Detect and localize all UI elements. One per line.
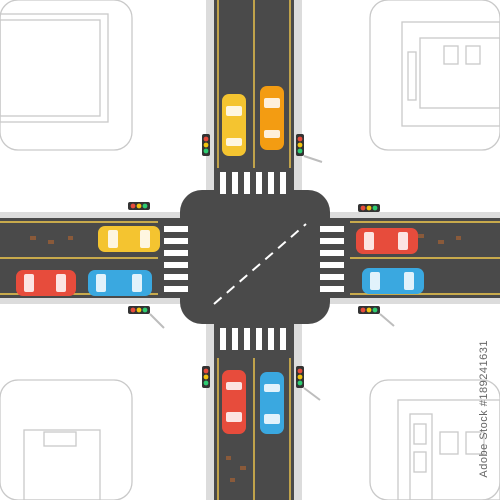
window xyxy=(413,451,427,473)
building-bottom-right xyxy=(397,399,500,500)
window xyxy=(443,45,459,65)
intersection-center xyxy=(180,190,330,324)
block-top-left xyxy=(0,0,133,151)
traffic-light-icon xyxy=(128,202,150,210)
building-bottom-right-side xyxy=(409,413,433,500)
building-top-right xyxy=(401,21,500,127)
building-top-left-roof xyxy=(0,19,101,117)
watermark-brand: Adobe Stock xyxy=(478,409,490,478)
traffic-light-icon xyxy=(358,204,380,212)
block-bottom-right xyxy=(369,379,500,500)
traffic-light-icon xyxy=(202,134,210,156)
stock-watermark: Adobe Stock #189241631 xyxy=(478,340,490,478)
block-bottom-left xyxy=(0,379,133,500)
traffic-light-icon xyxy=(296,134,323,163)
building-bottom-left-sign xyxy=(43,431,77,447)
car-north-orange xyxy=(260,86,284,150)
watermark-id: #189241631 xyxy=(478,340,490,407)
road-patches xyxy=(30,234,461,482)
traffic-light-icon xyxy=(202,366,210,388)
car-south-red xyxy=(222,370,246,434)
crosswalk-east xyxy=(320,226,344,292)
window xyxy=(413,423,427,445)
traffic-light-icon xyxy=(128,306,165,329)
car-north-yellow xyxy=(222,94,246,156)
car-south-blue xyxy=(260,372,284,434)
car-east-blue xyxy=(362,268,424,294)
car-west-blue xyxy=(88,270,152,296)
diagonal-dashed-line xyxy=(213,223,307,305)
car-west-red xyxy=(16,270,76,296)
crosswalk-south xyxy=(220,328,286,350)
car-east-red xyxy=(356,228,418,254)
traffic-light-icon xyxy=(296,366,321,401)
building-bottom-left xyxy=(23,429,101,500)
traffic-light-icon xyxy=(358,306,395,327)
crosswalk-north xyxy=(220,172,286,194)
building-top-left xyxy=(0,13,109,123)
window xyxy=(407,51,417,101)
window xyxy=(465,431,485,455)
block-top-right xyxy=(369,0,500,151)
car-west-yellow xyxy=(98,226,160,252)
building-top-right-face xyxy=(419,37,500,109)
crosswalk-west xyxy=(164,226,188,292)
window xyxy=(439,431,459,455)
window xyxy=(465,45,481,65)
